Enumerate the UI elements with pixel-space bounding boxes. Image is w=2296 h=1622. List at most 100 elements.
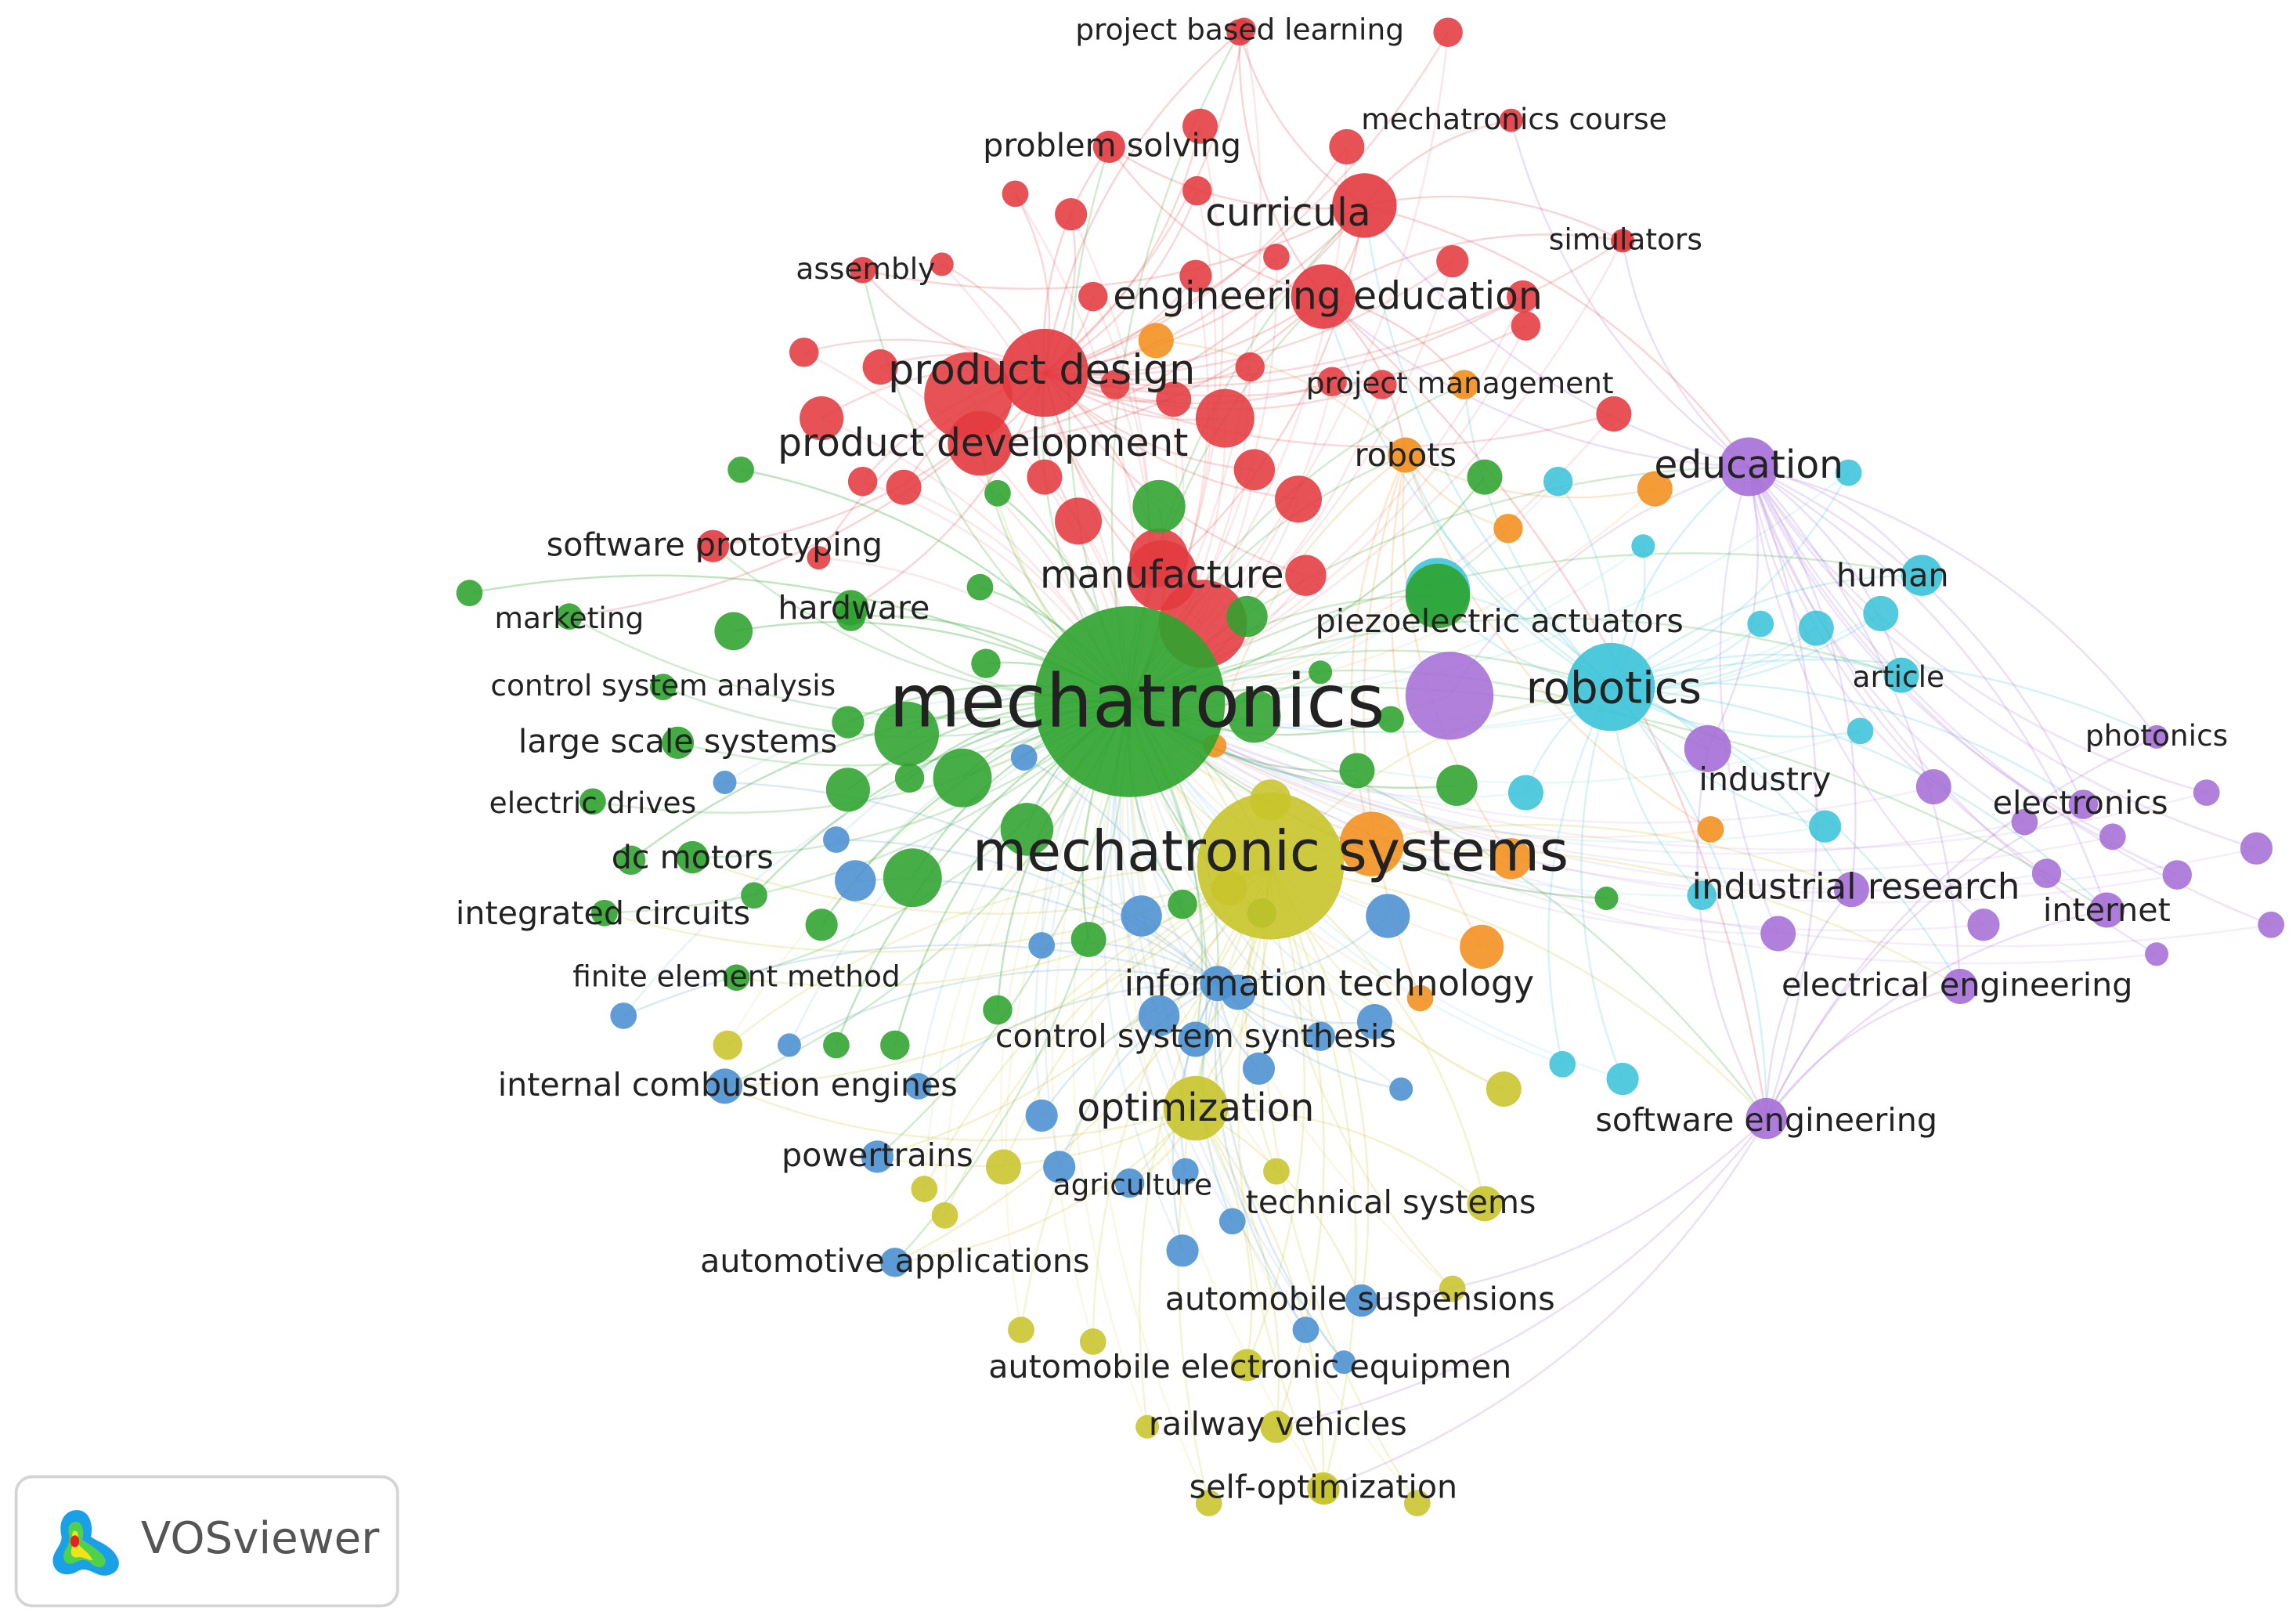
- label-project-based-learning[interactable]: project based learning: [1075, 12, 1404, 46]
- node-control-system-synthesis[interactable]: [1178, 1021, 1214, 1057]
- node-product-design[interactable]: [1000, 328, 1089, 417]
- node-education[interactable]: [1719, 437, 1778, 497]
- node-engineering-education[interactable]: [1291, 264, 1356, 329]
- node-simulators[interactable]: [1611, 229, 1635, 253]
- label-industry[interactable]: industry: [1699, 760, 1831, 798]
- label-control-system-analysis[interactable]: control system analysis: [490, 668, 836, 703]
- label-integrated-circuits[interactable]: integrated circuits: [456, 894, 750, 932]
- label-automobile-electronic-equipmen[interactable]: automobile electronic equipmen: [988, 1348, 1511, 1385]
- node-software-engineering[interactable]: [1745, 1097, 1787, 1140]
- label-information-technology[interactable]: information technology: [1125, 963, 1534, 1004]
- node-software-prototyping[interactable]: [696, 529, 730, 562]
- label-hardware[interactable]: hardware: [778, 589, 930, 627]
- node-electrical-engineering[interactable]: [1942, 968, 1978, 1004]
- node-agriculture[interactable]: [1114, 1168, 1145, 1198]
- node-robots[interactable]: [1388, 437, 1424, 473]
- label-electronics[interactable]: electronics: [1993, 784, 2168, 822]
- label-mechatronic-systems[interactable]: mechatronic systems: [973, 819, 1569, 884]
- label-engineering-education[interactable]: engineering education: [1113, 275, 1543, 319]
- label-large-scale-systems[interactable]: large scale systems: [518, 722, 837, 760]
- node-dc-motors[interactable]: [676, 840, 709, 874]
- label-dc-motors[interactable]: dc motors: [612, 839, 774, 876]
- node-photonics[interactable]: [2145, 724, 2169, 749]
- label-agriculture[interactable]: agriculture: [1053, 1167, 1212, 1201]
- node-article[interactable]: [1883, 657, 1919, 693]
- label-assembly[interactable]: assembly: [796, 251, 935, 286]
- node-internal-combustion-engines[interactable]: [707, 1068, 742, 1104]
- node-project-management[interactable]: [1449, 370, 1479, 399]
- label-marketing[interactable]: marketing: [494, 601, 644, 635]
- node-project-based-learning[interactable]: [1226, 19, 1253, 46]
- label-robotics[interactable]: robotics: [1526, 663, 1702, 713]
- node-human[interactable]: [1901, 555, 1943, 596]
- node-internet[interactable]: [2088, 892, 2125, 928]
- label-product-development[interactable]: product development: [778, 421, 1188, 465]
- node-manufacture[interactable]: [1126, 540, 1197, 611]
- node-powertrains[interactable]: [861, 1140, 893, 1173]
- node-mechatronics[interactable]: [1034, 606, 1226, 797]
- label-self-optimization[interactable]: self-optimization: [1190, 1468, 1458, 1506]
- label-electrical-engineering[interactable]: electrical engineering: [1782, 966, 2132, 1004]
- node-product-development[interactable]: [948, 410, 1013, 476]
- node-assembly[interactable]: [849, 256, 876, 284]
- node-large-scale-systems[interactable]: [661, 726, 695, 759]
- label-product-design[interactable]: product design: [888, 346, 1195, 394]
- label-automobile-suspensions[interactable]: automobile suspensions: [1165, 1281, 1555, 1318]
- node-problem-solving[interactable]: [1092, 130, 1125, 164]
- node-robotics[interactable]: [1566, 642, 1655, 732]
- label-automotive-applications[interactable]: automotive applications: [700, 1242, 1089, 1280]
- node-self-optimization[interactable]: [1307, 1472, 1340, 1505]
- node-finite-element-method[interactable]: [723, 964, 750, 992]
- label-control-system-synthesis[interactable]: control system synthesis: [995, 1017, 1396, 1055]
- edge: [1128, 701, 1453, 1290]
- label-human[interactable]: human: [1836, 557, 1949, 594]
- label-industrial-research[interactable]: industrial research: [1692, 866, 2020, 908]
- node-mechatronic-systems[interactable]: [1197, 793, 1345, 940]
- node-mechatronics-course[interactable]: [1499, 108, 1523, 132]
- node-integrated-circuits[interactable]: [591, 899, 618, 927]
- label-simulators[interactable]: simulators: [1549, 222, 1702, 256]
- node-technical-systems[interactable]: [1467, 1186, 1503, 1222]
- label-railway-vehicles[interactable]: railway vehicles: [1149, 1405, 1407, 1443]
- node-electronics[interactable]: [2068, 789, 2099, 819]
- label-mechatronics-course[interactable]: mechatronics course: [1361, 102, 1666, 136]
- network-node: [1182, 108, 1218, 144]
- network-node: [1389, 1077, 1413, 1101]
- label-manufacture[interactable]: manufacture: [1040, 554, 1284, 598]
- node-hardware[interactable]: [833, 590, 869, 626]
- label-project-management[interactable]: project management: [1306, 366, 1614, 400]
- network-node: [1242, 1052, 1276, 1086]
- label-software-prototyping[interactable]: software prototyping: [547, 526, 883, 563]
- node-industrial-research[interactable]: [1833, 872, 1869, 908]
- label-robots[interactable]: robots: [1355, 436, 1457, 474]
- label-technical-systems[interactable]: technical systems: [1246, 1183, 1536, 1221]
- label-education[interactable]: education: [1654, 443, 1843, 487]
- node-information-technology[interactable]: [1200, 966, 1236, 1002]
- label-problem-solving[interactable]: problem solving: [983, 127, 1241, 164]
- edge: [1748, 465, 1903, 676]
- label-photonics[interactable]: photonics: [2085, 718, 2228, 753]
- label-mechatronics[interactable]: mechatronics: [889, 659, 1384, 744]
- label-finite-element-method[interactable]: finite element method: [572, 959, 900, 993]
- label-electric-drives[interactable]: electric drives: [489, 786, 696, 820]
- node-automotive-applications[interactable]: [880, 1248, 910, 1277]
- label-powertrains[interactable]: powertrains: [782, 1136, 973, 1174]
- label-software-engineering[interactable]: software engineering: [1595, 1101, 1937, 1139]
- node-optimization[interactable]: [1163, 1075, 1229, 1141]
- node-electric-drives[interactable]: [579, 788, 606, 815]
- label-piezoelectric-actuators[interactable]: piezoelectric actuators: [1316, 602, 1684, 640]
- node-industry[interactable]: [1684, 724, 1731, 772]
- node-automobile-electronic-equipmen[interactable]: [1230, 1349, 1264, 1382]
- label-optimization[interactable]: optimization: [1077, 1086, 1314, 1130]
- label-curricula[interactable]: curricula: [1205, 191, 1370, 235]
- node-railway-vehicles[interactable]: [1260, 1411, 1293, 1443]
- label-internal-combustion-engines[interactable]: internal combustion engines: [498, 1066, 958, 1104]
- node-control-system-analysis[interactable]: [649, 674, 677, 700]
- node-automobile-suspensions[interactable]: [1345, 1284, 1378, 1317]
- label-internet[interactable]: internet: [2043, 891, 2171, 929]
- node-curricula[interactable]: [1332, 173, 1397, 238]
- node-piezoelectric-actuators[interactable]: [1405, 563, 1471, 629]
- node-marketing[interactable]: [556, 603, 583, 630]
- label-article[interactable]: article: [1853, 659, 1945, 694]
